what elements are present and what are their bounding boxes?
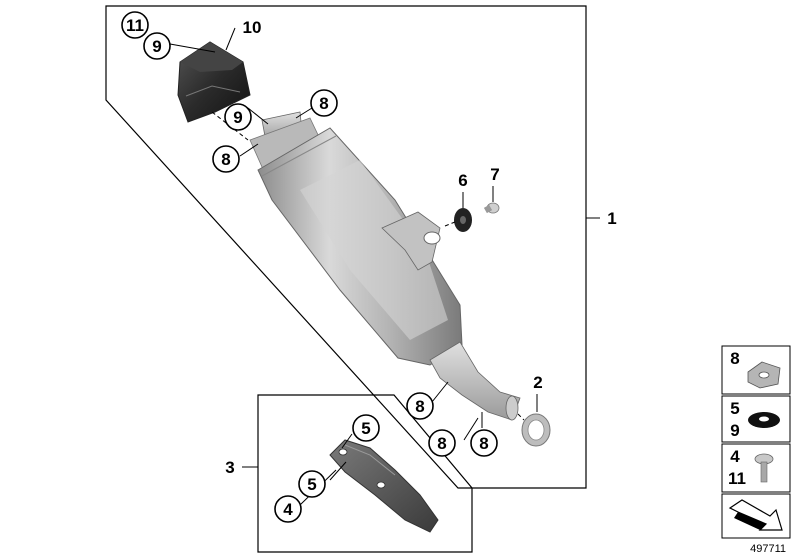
callout-8-low-3[interactable]: 8 bbox=[470, 429, 498, 457]
callout-label: 3 bbox=[225, 458, 234, 477]
callout-label: 8 bbox=[437, 434, 446, 453]
legend-row-arrow[interactable] bbox=[721, 493, 791, 539]
callout-label: 7 bbox=[490, 165, 499, 184]
callout-10[interactable]: 10 bbox=[243, 18, 262, 37]
end-cap bbox=[177, 41, 251, 123]
screw bbox=[483, 202, 500, 214]
screw-icon bbox=[754, 453, 774, 483]
callout-3[interactable]: 3 bbox=[225, 458, 234, 477]
arrow-icon bbox=[728, 499, 783, 531]
callout-label: 8 bbox=[221, 150, 230, 169]
callout-11-top[interactable]: 11 bbox=[121, 11, 149, 39]
legend-row-clip-nut[interactable]: 8 bbox=[721, 345, 791, 395]
callout-label: 9 bbox=[152, 37, 161, 56]
legend-number: 8 bbox=[730, 349, 739, 368]
callout-4[interactable]: 4 bbox=[274, 495, 302, 523]
leader-lines bbox=[169, 27, 600, 506]
grommet bbox=[454, 208, 472, 232]
legend-row-washer[interactable]: 5 9 bbox=[721, 395, 791, 443]
legend-number: 4 bbox=[730, 447, 740, 466]
callout-1[interactable]: 1 bbox=[607, 209, 616, 228]
callout-5-a[interactable]: 5 bbox=[352, 414, 380, 442]
callout-label: 11 bbox=[126, 16, 144, 35]
callout-label: 5 bbox=[361, 419, 370, 438]
callout-8-low-2[interactable]: 8 bbox=[428, 429, 456, 457]
gasket-ring bbox=[521, 413, 551, 447]
callout-7[interactable]: 7 bbox=[490, 165, 499, 184]
callout-label: 8 bbox=[319, 94, 328, 113]
callout-2[interactable]: 2 bbox=[533, 373, 542, 392]
clip-nut-icon bbox=[747, 361, 781, 389]
legend-number: 11 bbox=[728, 469, 746, 488]
washer-icon bbox=[748, 412, 780, 428]
callout-label: 6 bbox=[458, 171, 467, 190]
main-assembly-frame bbox=[105, 5, 587, 489]
callout-label: 8 bbox=[479, 434, 488, 453]
legend: 8 5 9 4 11 bbox=[721, 345, 791, 539]
muffler-body bbox=[249, 111, 521, 421]
document-number: 497711 bbox=[750, 543, 786, 555]
callout-9-mid[interactable]: 9 bbox=[224, 103, 252, 131]
legend-number: 9 bbox=[730, 421, 739, 440]
callout-6[interactable]: 6 bbox=[458, 171, 467, 190]
callout-label: 8 bbox=[415, 397, 424, 416]
callout-label: 1 bbox=[607, 209, 616, 228]
legend-row-screw[interactable]: 4 11 bbox=[721, 443, 791, 493]
callout-8-left-top[interactable]: 8 bbox=[212, 145, 240, 173]
heat-shield-frame bbox=[257, 394, 473, 553]
callout-label: 2 bbox=[533, 373, 542, 392]
callout-8-right-top[interactable]: 8 bbox=[310, 89, 338, 117]
callout-5-b[interactable]: 5 bbox=[298, 470, 326, 498]
heat-shield bbox=[329, 439, 439, 533]
legend-number: 5 bbox=[730, 399, 739, 418]
callout-label: 5 bbox=[307, 475, 316, 494]
callout-label: 4 bbox=[283, 500, 293, 519]
callout-label: 9 bbox=[233, 108, 242, 127]
callout-9-top[interactable]: 9 bbox=[143, 32, 171, 60]
callout-8-low-1[interactable]: 8 bbox=[406, 392, 434, 420]
callout-label: 10 bbox=[243, 18, 262, 37]
